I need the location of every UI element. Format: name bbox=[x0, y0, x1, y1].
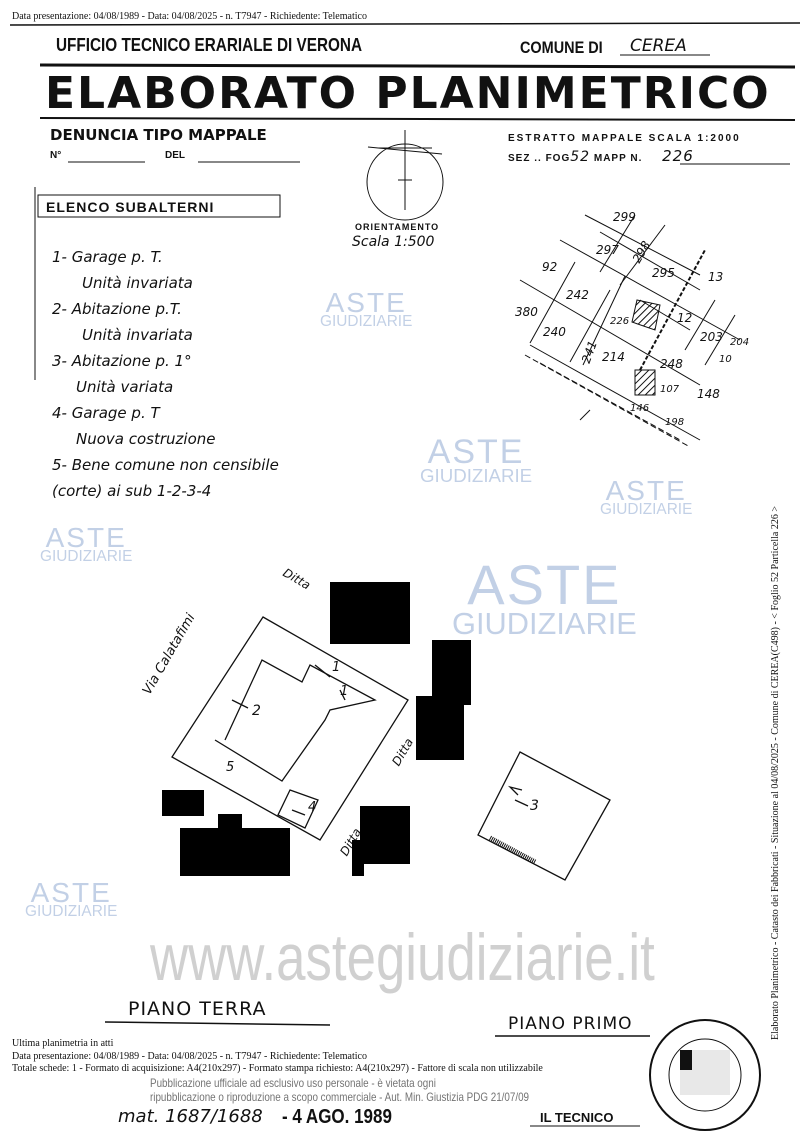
orientation-compass-icon bbox=[366, 130, 444, 221]
office-name: UFFICIO TECNICO ERARIALE DI VERONA bbox=[56, 35, 363, 55]
fog-label: FOG bbox=[545, 153, 571, 164]
tecnico-label: IL TECNICO bbox=[540, 1110, 614, 1125]
title-rule bbox=[39, 117, 796, 121]
orientation-label: ORIENTAMENTO bbox=[355, 222, 440, 232]
header-rule bbox=[39, 63, 796, 69]
notice-line-1: Pubblicazione ufficiale ad esclusivo uso… bbox=[150, 1076, 436, 1090]
redaction-block bbox=[416, 696, 464, 760]
side-vertical-text: Elaborato Planimetrico - Catasto dei Fab… bbox=[770, 506, 781, 1040]
subalterno-item: 2- Abitazione p.T.Unità invariata bbox=[52, 300, 193, 344]
redaction-block bbox=[360, 806, 410, 864]
parcel-label: 248 bbox=[660, 357, 683, 371]
parcel-label: 380 bbox=[515, 305, 538, 319]
floor-label-ground: PIANO TERRA bbox=[128, 998, 267, 1020]
document-subtitle: DENUNCIA TIPO MAPPALE bbox=[50, 126, 267, 144]
floor-label-first: PIANO PRIMO bbox=[508, 1014, 633, 1034]
sez-label: SEZ .. bbox=[508, 153, 542, 164]
parcel-label: 12 bbox=[677, 311, 693, 325]
handwritten-note: mat. 1687/1688 bbox=[118, 1106, 263, 1127]
redaction-block bbox=[330, 582, 410, 644]
number-label: N° bbox=[50, 150, 62, 161]
parcel-label: 214 bbox=[602, 350, 625, 364]
surveyor-stamp bbox=[649, 1019, 761, 1131]
watermark-url: www.astegiudiziarie.it bbox=[150, 920, 655, 994]
redaction-block bbox=[432, 640, 471, 705]
sub-label-3: 3 bbox=[530, 798, 539, 814]
sez-fog-mapp: SEZ .. FOG52 MAPP N. 226 bbox=[508, 148, 694, 167]
cadastral-map bbox=[519, 214, 741, 448]
subalterno-item: 3- Abitazione p. 1°Unità variata bbox=[52, 352, 192, 396]
parcel-label: 10 bbox=[719, 354, 732, 365]
sub-label-2: 2 bbox=[252, 703, 261, 719]
parcel-label: 198 bbox=[665, 417, 685, 428]
parcel-label: 295 bbox=[652, 266, 675, 280]
parcel-label: 240 bbox=[543, 325, 566, 339]
redaction-block bbox=[218, 814, 242, 830]
sub-label-1: 1 bbox=[332, 660, 341, 675]
parcel-label: 203 bbox=[700, 330, 723, 344]
document-title: ELABORATO PLANIMETRICO bbox=[45, 68, 771, 119]
subalterni-title: ELENCO SUBALTERNI bbox=[46, 199, 215, 215]
estratto-scale: ESTRATTO MAPPALE SCALA 1:2000 bbox=[508, 133, 741, 144]
parcel-label: 92 bbox=[542, 260, 558, 274]
subalterno-item: 5- Bene comune non censibile(corte) ai s… bbox=[52, 456, 279, 500]
parcel-label: 107 bbox=[660, 384, 680, 395]
mapp-label: MAPP N. bbox=[593, 153, 643, 164]
footer-info-1: Data presentazione: 04/08/1989 - Data: 0… bbox=[12, 1051, 367, 1062]
last-plan-text: Ultima planimetria in atti bbox=[12, 1038, 114, 1049]
footer-info-2: Totale schede: 1 - Formato di acquisizio… bbox=[12, 1063, 543, 1074]
parcel-label: 146 bbox=[630, 403, 650, 414]
redaction-block bbox=[180, 828, 290, 876]
fog-value: 52 bbox=[570, 149, 591, 165]
notice-line-2: ripubblicazione o riproduzione a scopo c… bbox=[150, 1090, 530, 1104]
top-rule bbox=[9, 22, 800, 26]
top-info-text: Data presentazione: 04/08/1989 - Data: 0… bbox=[12, 11, 367, 22]
date-stamp: - 4 AGO. 1989 bbox=[282, 1106, 392, 1128]
parcel-label: 242 bbox=[566, 288, 589, 302]
ground-floor-plan bbox=[171, 616, 409, 841]
parcel-label: 226 bbox=[610, 316, 630, 327]
parcel-label: 204 bbox=[730, 337, 750, 348]
parcel-label: 148 bbox=[697, 387, 720, 401]
parcel-label: 297 bbox=[596, 243, 619, 257]
first-floor-plan bbox=[477, 751, 611, 881]
subalterni-title-box bbox=[37, 194, 281, 218]
parcel-label: 299 bbox=[613, 210, 636, 224]
orientation-scale: Scala 1:500 bbox=[352, 234, 435, 250]
comune-value: CEREA bbox=[630, 36, 687, 56]
comune-label: COMUNE DI bbox=[520, 38, 603, 57]
mapp-value: 226 bbox=[662, 147, 694, 165]
subalterni-list: 1- Garage p. T.Unità invariata 2- Abitaz… bbox=[52, 244, 279, 504]
sub-label-1: 1 bbox=[340, 684, 349, 699]
parcel-label: 13 bbox=[708, 270, 724, 284]
redaction-block bbox=[162, 790, 204, 816]
sub-label-5: 5 bbox=[226, 760, 235, 775]
del-label: DEL bbox=[165, 150, 185, 161]
sub-label-4: 4 bbox=[308, 800, 317, 815]
redaction-block bbox=[352, 840, 364, 876]
subalterno-item: 1- Garage p. T.Unità invariata bbox=[52, 248, 193, 292]
